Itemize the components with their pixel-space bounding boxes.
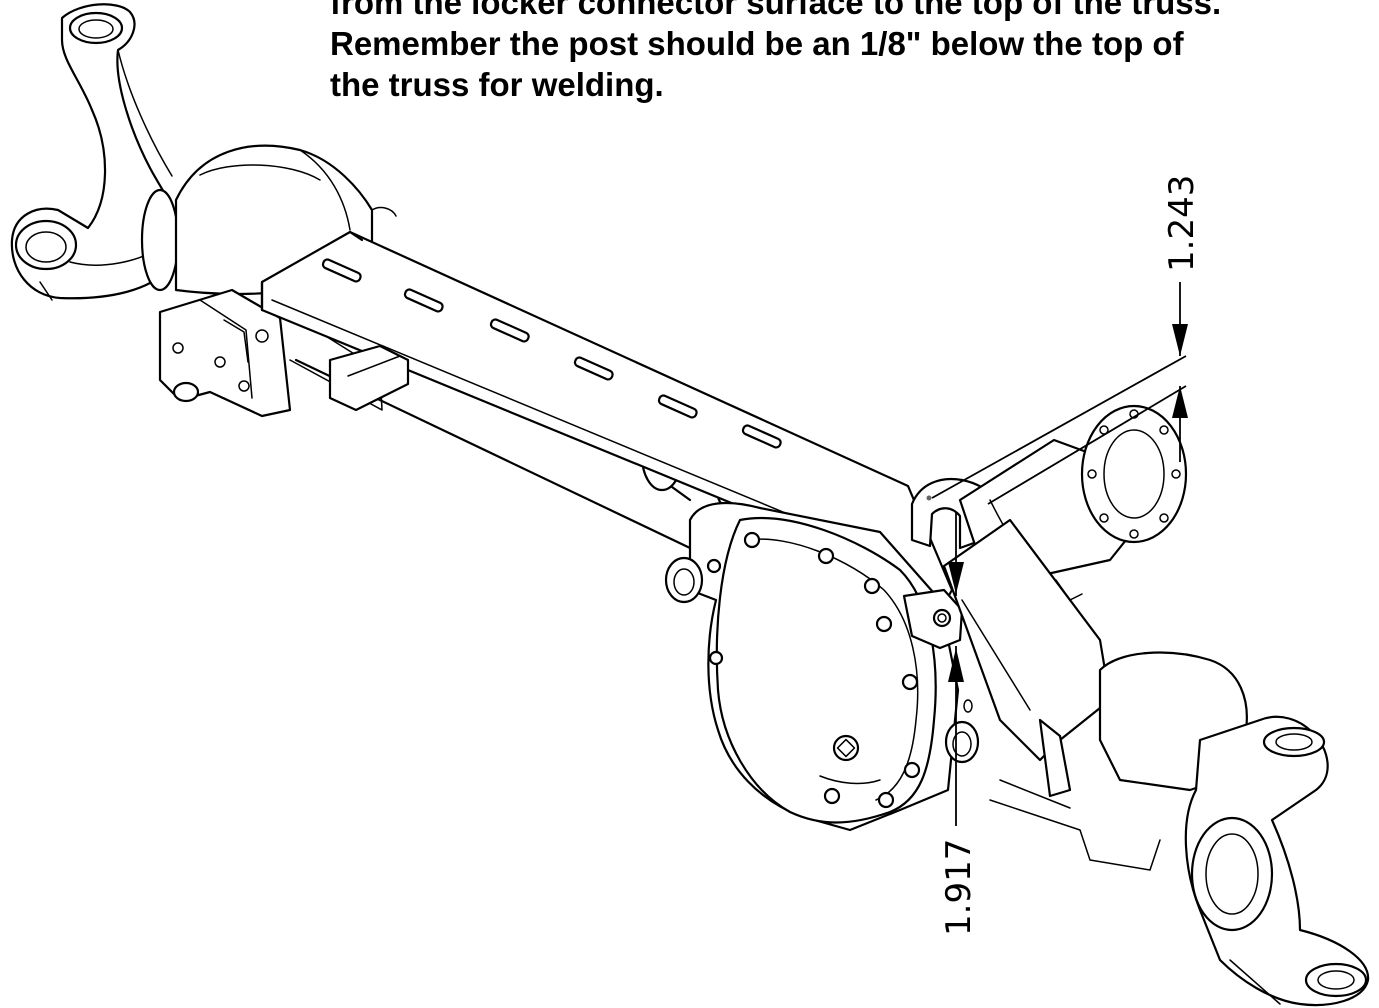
dimension-lower-label: 1.917 xyxy=(939,839,979,936)
fill-plug-icon xyxy=(832,734,860,762)
truss-slots xyxy=(321,258,782,449)
dimension-lower: 1.917 xyxy=(926,495,979,936)
differential xyxy=(664,501,960,832)
locker-connector xyxy=(902,588,964,650)
right-steering-knuckle xyxy=(1098,651,1370,1007)
instruction-line-3: the truss for welding. xyxy=(330,66,664,103)
right-truss-leg xyxy=(942,518,1112,798)
instruction-text: from the locker connector surface to the… xyxy=(330,0,1370,105)
instruction-line-1: from the locker connector surface to the… xyxy=(330,0,1222,21)
lower-bracket xyxy=(944,699,1161,871)
dimension-upper-label: 1.243 xyxy=(1162,175,1202,272)
dimension-upper: 1.243 xyxy=(931,175,1202,505)
left-bracket xyxy=(158,288,383,418)
left-steering-knuckle xyxy=(10,3,180,301)
instruction-line-2: Remember the post should be an 1/8" belo… xyxy=(330,25,1184,62)
cover-bolts xyxy=(706,531,921,809)
